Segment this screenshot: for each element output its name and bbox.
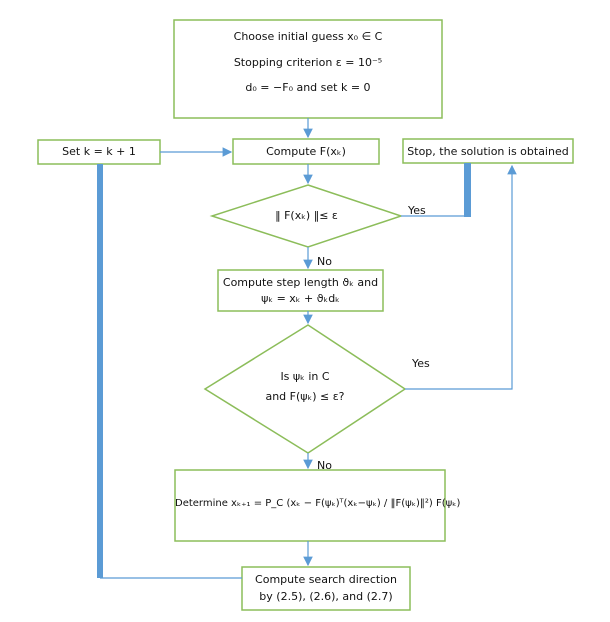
stop-label: Stop, the solution is obtained: [407, 145, 569, 158]
check-psi-diamond: [203, 324, 407, 454]
yes2-connector: [405, 164, 517, 390]
yes1-label: Yes: [408, 204, 426, 217]
compute-f-box: [232, 138, 380, 165]
compute-f-label: Compute F(xₖ): [266, 145, 346, 158]
determine-label: Determine xₖ₊₁ = P_C (xₖ − F(ψₖ)ᵀ(xₖ−ψₖ)…: [175, 498, 461, 509]
no1-label: No: [317, 255, 332, 268]
check-psi-line2: and F(ψₖ) ≤ ε?: [265, 390, 345, 403]
check-norm-label: ‖ F(xₖ) ‖≤ ε: [275, 209, 338, 222]
yes2-label: Yes: [412, 357, 430, 370]
search-dir-box: [241, 566, 411, 611]
init-line2: Stopping criterion ε = 10⁻⁵: [233, 56, 383, 69]
init-line1: Choose initial guess x₀ ∈ C: [233, 30, 383, 43]
determine-box: [174, 469, 446, 542]
stop-box: [402, 138, 574, 164]
no2-label: No: [317, 459, 332, 472]
step-length-line2: ψₖ = xₖ + ϑₖdₖ: [261, 292, 340, 305]
init-line3: d₀ = −F₀ and set k = 0: [245, 81, 371, 94]
search-dir-line1: Compute search direction: [255, 573, 397, 586]
set-k-label: Set k = k + 1: [62, 145, 136, 158]
yes1-bar: [464, 163, 471, 217]
search-dir-line2: by (2.5), (2.6), and (2.7): [259, 590, 393, 603]
step-length-line1: Compute step length ϑₖ and: [222, 276, 379, 289]
loop-bar: [97, 164, 103, 578]
step-length-box: [217, 269, 384, 312]
check-psi-line1: Is ψₖ in C: [280, 370, 330, 383]
